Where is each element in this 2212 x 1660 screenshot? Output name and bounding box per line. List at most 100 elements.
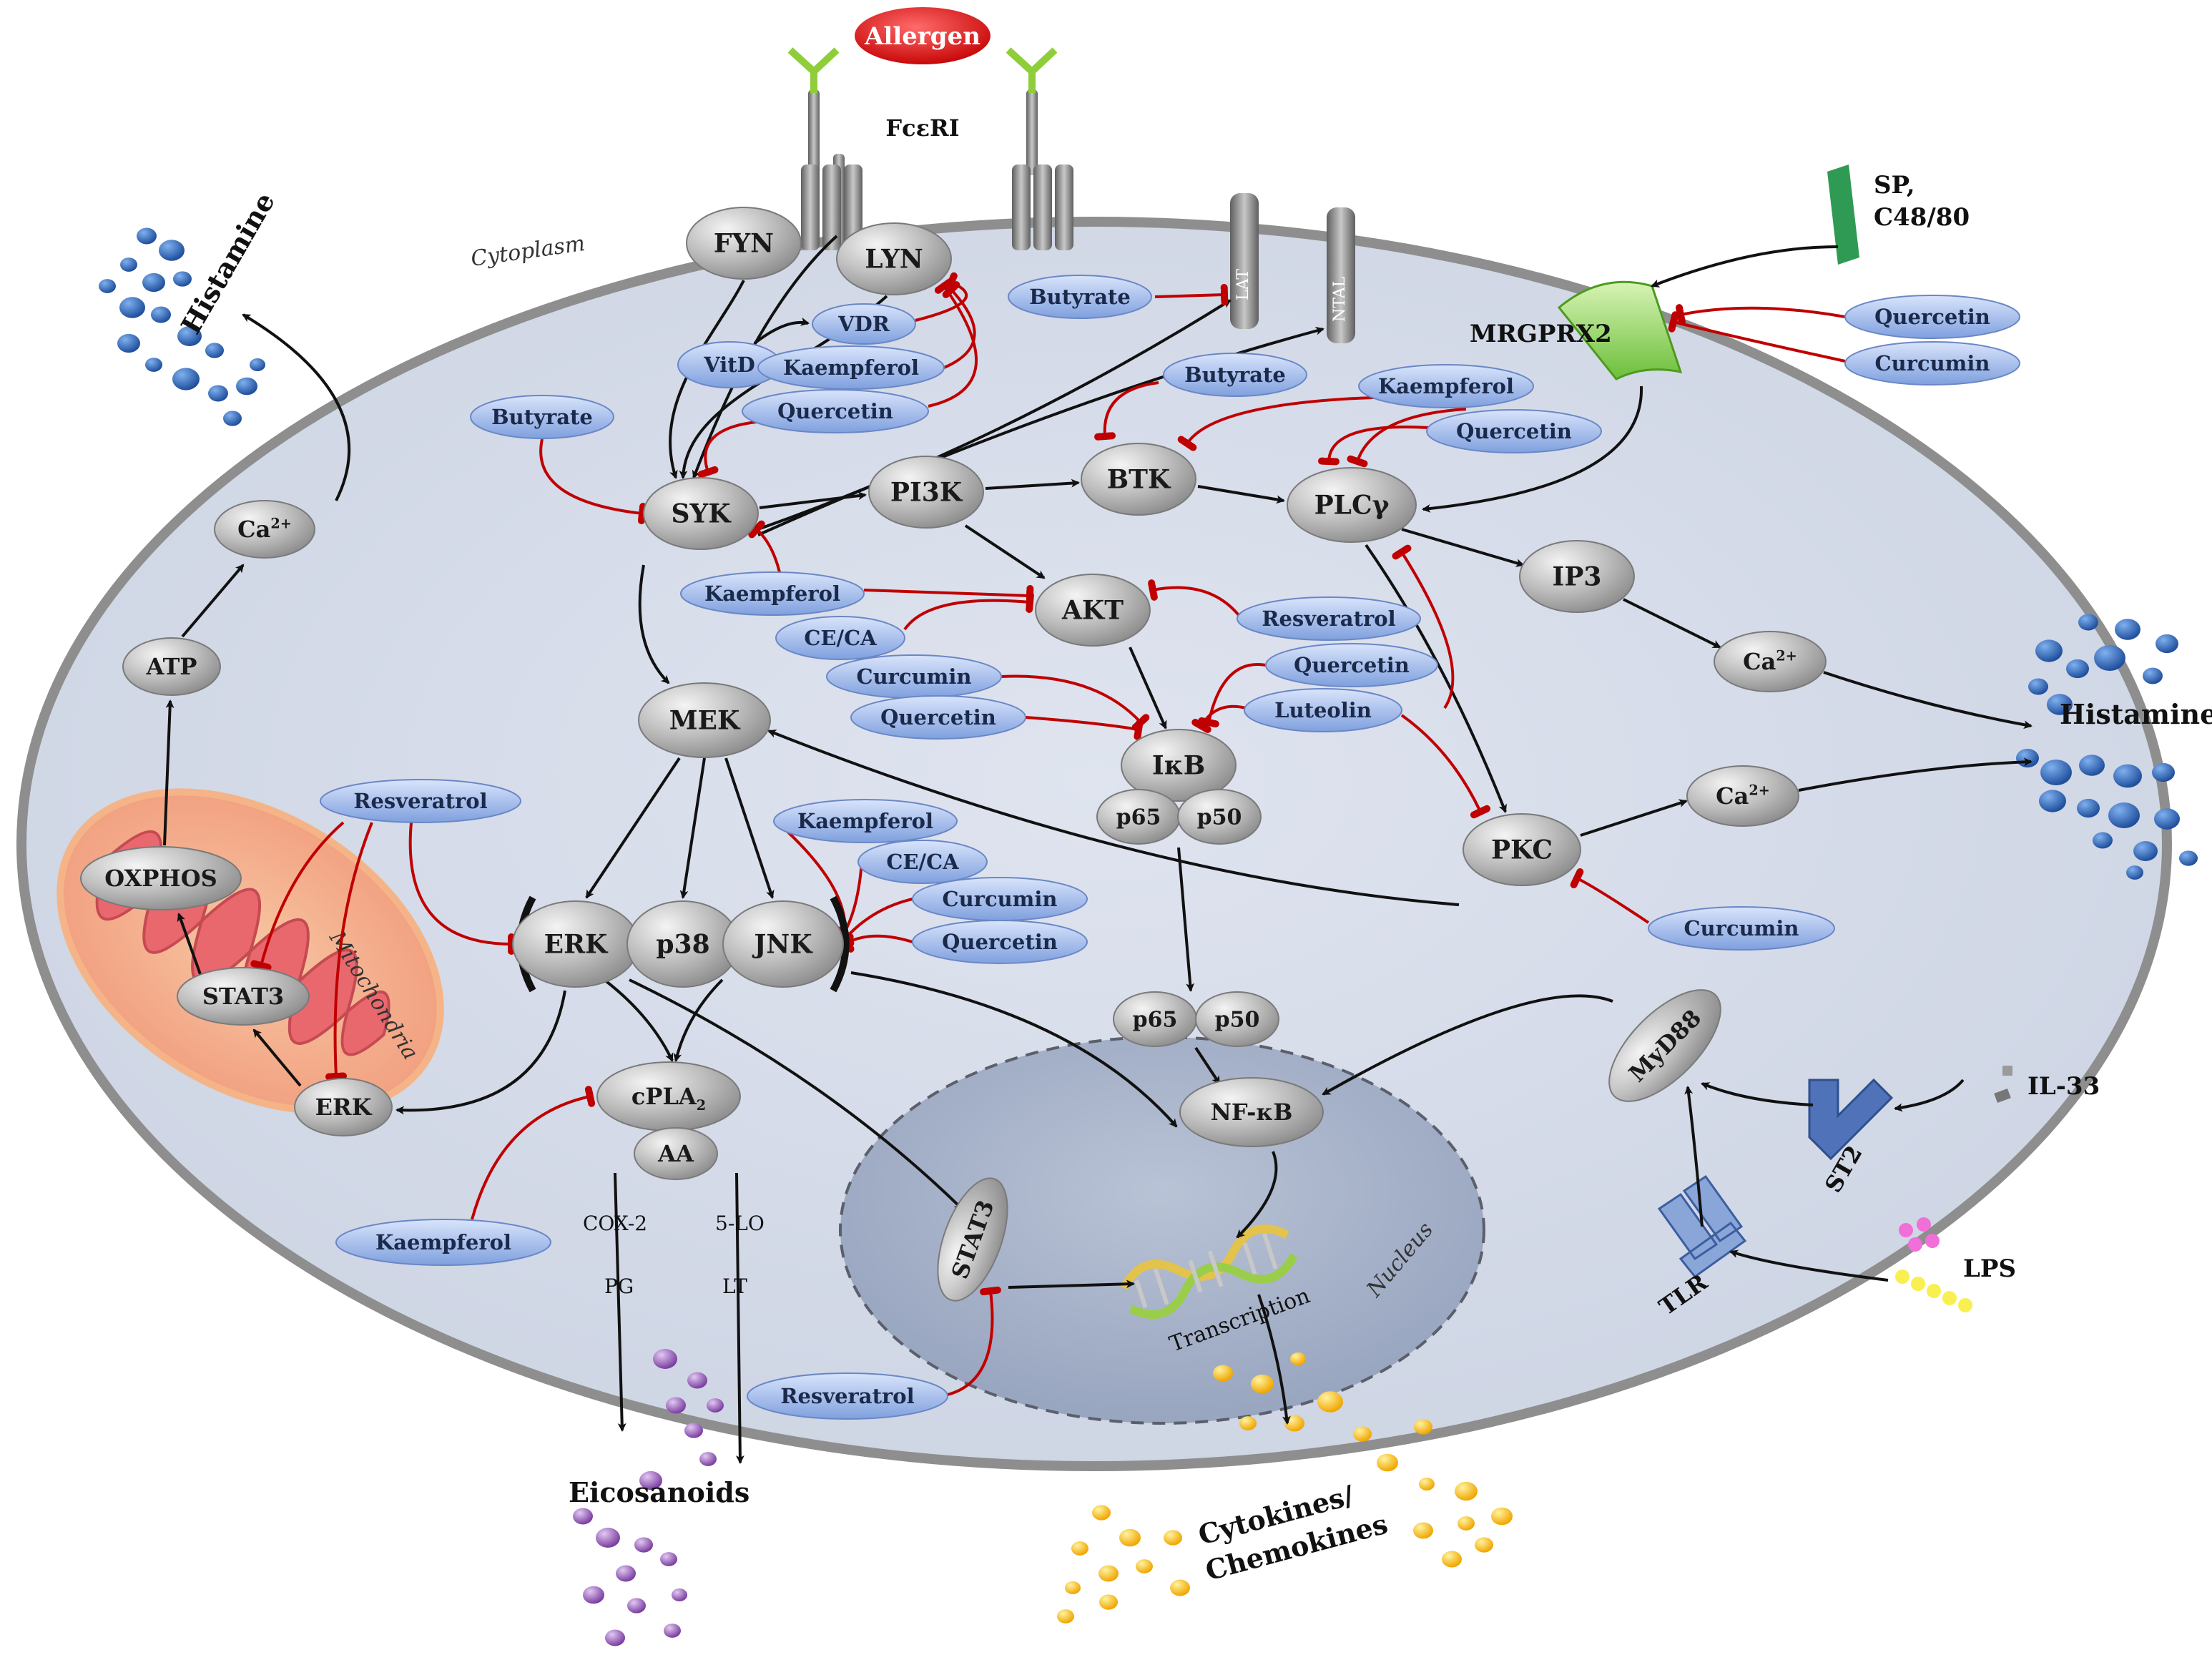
node-nfkb-label: NF-κB xyxy=(1211,1099,1293,1126)
compound-curcumin-mapk-label: Curcumin xyxy=(943,887,1058,911)
compound-kaempferol-cpla2-label: Kaempferol xyxy=(375,1230,511,1254)
cytos-granule-6 xyxy=(1239,1416,1257,1430)
compound-quercetin-plc: Quercetin xyxy=(1426,409,1602,453)
his-right-granule-13 xyxy=(2152,762,2175,782)
his-right-granule-18 xyxy=(2093,832,2113,849)
cytos-granule-12 xyxy=(1458,1516,1475,1531)
cytos-granule-15 xyxy=(1442,1551,1462,1568)
node-atp: ATP xyxy=(122,637,221,696)
node-ikb-label: IκB xyxy=(1152,751,1205,781)
inhibition-edge-70 xyxy=(408,822,516,955)
activation-edge-44 xyxy=(242,313,351,501)
compound-kaempferol-lyn-label: Kaempferol xyxy=(783,355,919,380)
inhibition-edge-56 xyxy=(1347,408,1467,468)
activation-edge-31 xyxy=(1701,1082,1814,1106)
compound-kaempferol-mapk: Kaempferol xyxy=(773,799,958,843)
compound-resveratrol-akt: Resveratrol xyxy=(1237,596,1421,641)
his-left-granule-15 xyxy=(223,411,242,426)
compound-curcumin-ikb: Curcumin xyxy=(826,654,1002,699)
compound-kaempferol-cpla2: Kaempferol xyxy=(335,1219,551,1266)
activation-edge-38 xyxy=(614,1172,626,1432)
compound-butyrate-btk: Butyrate xyxy=(1163,353,1307,397)
node-lyn: LYN xyxy=(836,222,952,295)
his-right-granule-4 xyxy=(2066,659,2089,679)
inhibition-edge-48 xyxy=(942,281,976,369)
eicos-granule-13 xyxy=(627,1598,646,1614)
his-right-granule-9 xyxy=(2016,748,2039,768)
compound-resveratrol-akt-label: Resveratrol xyxy=(1262,606,1395,631)
node-syk: SYK xyxy=(643,477,759,550)
compound-butyrate-syk-label: Butyrate xyxy=(491,405,593,429)
node-btk-label: BTK xyxy=(1107,465,1171,495)
compound-ceca-akt: CE/CA xyxy=(775,616,905,660)
sp-c4880-label-1: SP, xyxy=(1874,171,1915,200)
lt-label: LT xyxy=(722,1275,747,1298)
inhibition-edge-63 xyxy=(1148,579,1240,617)
il33-label: IL-33 xyxy=(2027,1072,2100,1101)
activation-edge-18 xyxy=(1129,647,1167,730)
inhibition-edge-55 xyxy=(1318,426,1430,466)
his-right-granule-14 xyxy=(2039,790,2066,812)
node-stat3-mito-label: STAT3 xyxy=(202,983,284,1010)
activation-edge-26 xyxy=(603,978,674,1062)
compound-resveratrol-mito: Resveratrol xyxy=(320,779,521,823)
node-stat3-mito: STAT3 xyxy=(177,967,310,1026)
activation-edge-8 xyxy=(964,524,1046,579)
node-plcg-label: PLCγ xyxy=(1314,491,1390,521)
his-left-granule-14 xyxy=(236,377,257,396)
compound-quercetin-ikb: Quercetin xyxy=(850,695,1026,740)
inhibition-edge-61 xyxy=(1001,674,1150,731)
his-right-granule-6 xyxy=(2143,667,2163,684)
activation-edge-40 xyxy=(252,1028,302,1087)
cytos-granule-0 xyxy=(1213,1365,1233,1382)
cytos-granule-16 xyxy=(1092,1505,1111,1521)
cytos-granule-11 xyxy=(1413,1522,1433,1539)
cytos-granule-13 xyxy=(1491,1507,1513,1526)
activation-edge-9 xyxy=(1401,528,1525,567)
his-right-granule-7 xyxy=(2028,678,2048,695)
node-akt-label: AKT xyxy=(1061,596,1124,626)
his-left-granule-13 xyxy=(208,385,228,402)
mapk-bracket-right xyxy=(830,895,850,993)
compound-quercetin-ikb2-label: Quercetin xyxy=(1294,653,1410,677)
node-akt: AKT xyxy=(1035,574,1151,647)
his-right-granule-12 xyxy=(2113,764,2142,788)
eicos-granule-9 xyxy=(634,1537,653,1553)
fceri-label: FcεRI xyxy=(885,114,959,142)
node-p38: p38 xyxy=(626,900,739,988)
node-ca-right-bottom-label: Ca2+ xyxy=(1716,782,1770,810)
compound-butyrate-lat-label: Butyrate xyxy=(1029,285,1131,309)
node-ikb: IκB xyxy=(1121,729,1237,802)
eicos-granule-15 xyxy=(605,1629,625,1646)
compound-quercetin-mrg: Quercetin xyxy=(1844,295,2020,339)
compound-curcumin-mrg: Curcumin xyxy=(1844,341,2020,385)
cytoplasm-label: Cytoplasm xyxy=(469,231,586,272)
cox2-label: COX-2 xyxy=(583,1212,647,1235)
cytos-granule-19 xyxy=(1071,1541,1088,1556)
ntal-label: NTAL xyxy=(1331,276,1349,322)
his-right-granule-17 xyxy=(2154,808,2180,830)
sp-c4880-ligand xyxy=(1827,164,1859,265)
eicos-granule-3 xyxy=(666,1397,686,1414)
node-lyn-label: LYN xyxy=(865,245,923,275)
compound-quercetin-mapk: Quercetin xyxy=(912,920,1088,964)
node-stat3-nuc: STAT3 xyxy=(937,1177,1008,1302)
cytos-granule-3 xyxy=(1317,1391,1343,1413)
pg-label: PG xyxy=(604,1275,634,1298)
node-btk: BTK xyxy=(1081,443,1196,516)
inhibition-edge-65 xyxy=(1191,704,1247,733)
node-p50-bottom-label: p50 xyxy=(1215,1008,1260,1033)
compound-butyrate-lat: Butyrate xyxy=(1008,275,1152,319)
compound-luteolin: Luteolin xyxy=(1244,688,1402,732)
activation-edge-27 xyxy=(673,978,724,1062)
activation-edge-14 xyxy=(1798,757,2032,792)
activation-edge-16 xyxy=(1422,385,1643,513)
his-left-granule-11 xyxy=(145,358,162,372)
cytokine-granules xyxy=(1057,1352,1513,1624)
eicos-granule-12 xyxy=(583,1586,604,1604)
cell-membrane xyxy=(16,217,2172,1471)
his-right-granule-16 xyxy=(2108,802,2140,829)
